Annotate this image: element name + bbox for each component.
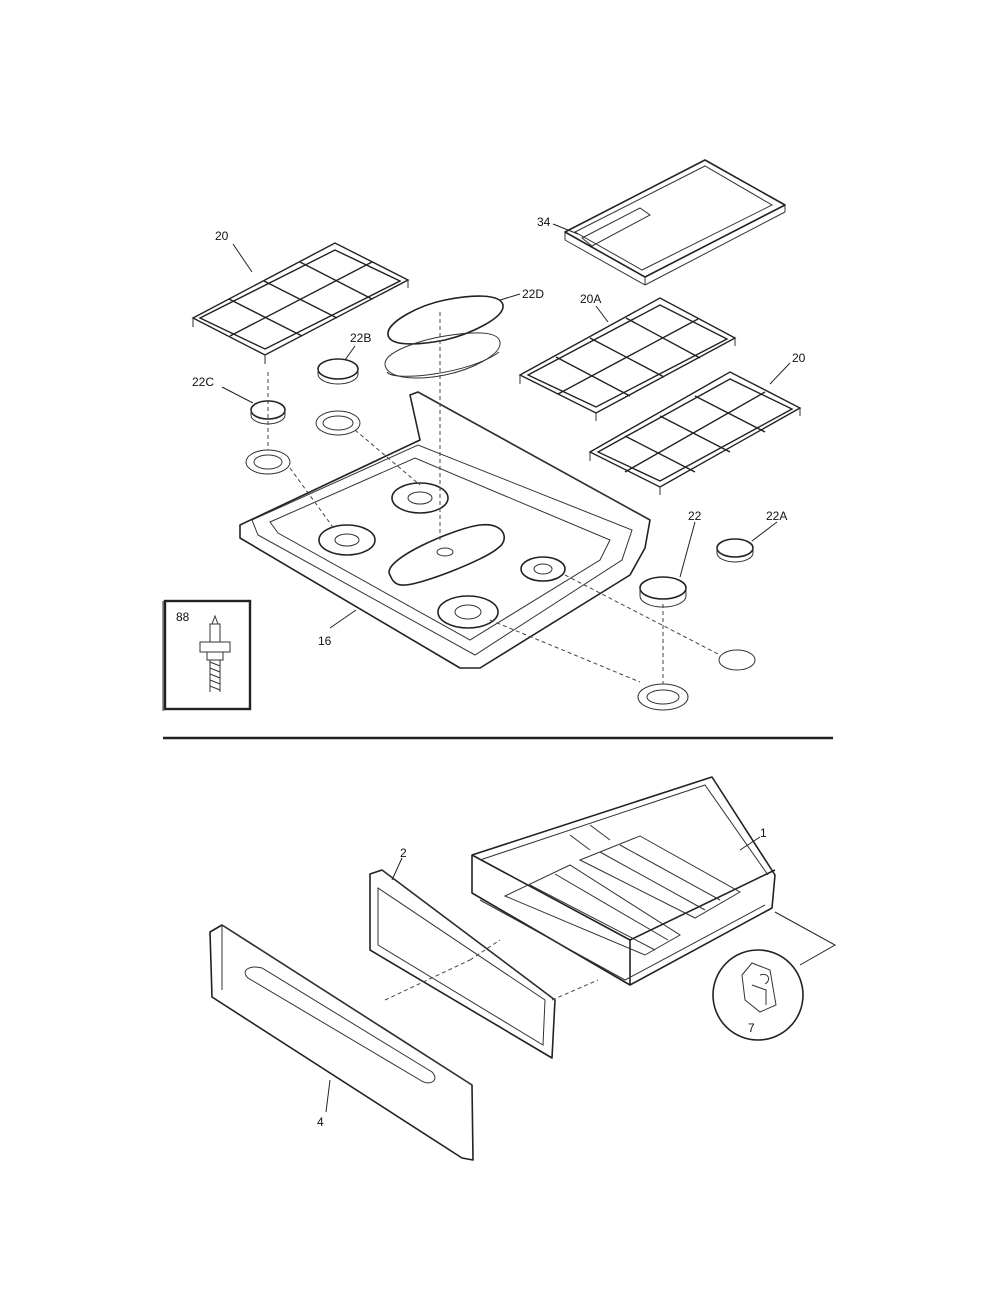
part-7-detail <box>712 949 804 1041</box>
leader-20-right <box>769 362 791 385</box>
label-22: 22 <box>688 509 702 523</box>
part-22A-burner-cap <box>716 538 754 563</box>
leader-22B <box>344 345 356 361</box>
dash-22B <box>354 429 421 486</box>
part-20A-center-grate <box>518 297 737 421</box>
leader-22 <box>679 521 696 578</box>
leader-7-callout <box>774 911 837 966</box>
dash-22C-cooktop <box>289 467 336 531</box>
part-22C-burner-cap <box>250 400 286 425</box>
label-22C: 22C <box>192 375 214 389</box>
label-16: 16 <box>318 634 332 648</box>
leader-22D <box>499 293 521 301</box>
dash-drawer-lower <box>384 959 471 1001</box>
dash-drawer-right <box>551 979 599 1001</box>
part-22-burner-cap <box>639 576 687 608</box>
part-22B-burner-head <box>315 410 361 436</box>
label-4: 4 <box>317 1115 324 1129</box>
label-20A: 20A <box>580 292 601 306</box>
dash-22-cooktop <box>489 619 641 683</box>
leader-22C <box>221 386 254 404</box>
label-7: 7 <box>748 1021 755 1035</box>
leader-20-left <box>232 243 253 273</box>
part-16-cooktop <box>239 391 651 669</box>
label-88: 88 <box>176 610 190 624</box>
leader-4 <box>325 1079 331 1113</box>
leader-34 <box>552 223 579 235</box>
dash-22A <box>564 574 721 656</box>
label-2: 2 <box>400 846 407 860</box>
label-22D: 22D <box>522 287 544 301</box>
leader-2 <box>391 857 403 881</box>
dash-drawer-upper <box>469 939 501 961</box>
part-88-electrode <box>199 614 231 692</box>
label-22A: 22A <box>766 509 787 523</box>
label-20-left: 20 <box>215 229 229 243</box>
label-20-right: 20 <box>792 351 806 365</box>
part-20-right-grate <box>588 371 802 495</box>
leader-22A <box>751 521 778 542</box>
label-22B: 22B <box>350 331 371 345</box>
leader-16 <box>329 609 357 629</box>
part-22C-burner-head <box>245 449 291 475</box>
part-22-burner-head <box>637 683 689 711</box>
label-34: 34 <box>537 215 551 229</box>
part-34-griddle <box>564 159 786 286</box>
part-22D-oval-cap <box>384 295 504 379</box>
part-20-left-grate <box>191 242 410 364</box>
part-4-drawer-front <box>209 924 474 1161</box>
part-2-drawer-panel <box>369 869 556 1059</box>
part-22A-burner-head <box>718 649 756 671</box>
part-1-drawer-body <box>471 776 776 986</box>
leader-20A <box>595 305 609 323</box>
leader-1 <box>739 836 761 851</box>
label-1: 1 <box>760 826 767 840</box>
part-22B-burner-cap <box>317 358 359 385</box>
part-88-inset-box <box>162 599 252 711</box>
